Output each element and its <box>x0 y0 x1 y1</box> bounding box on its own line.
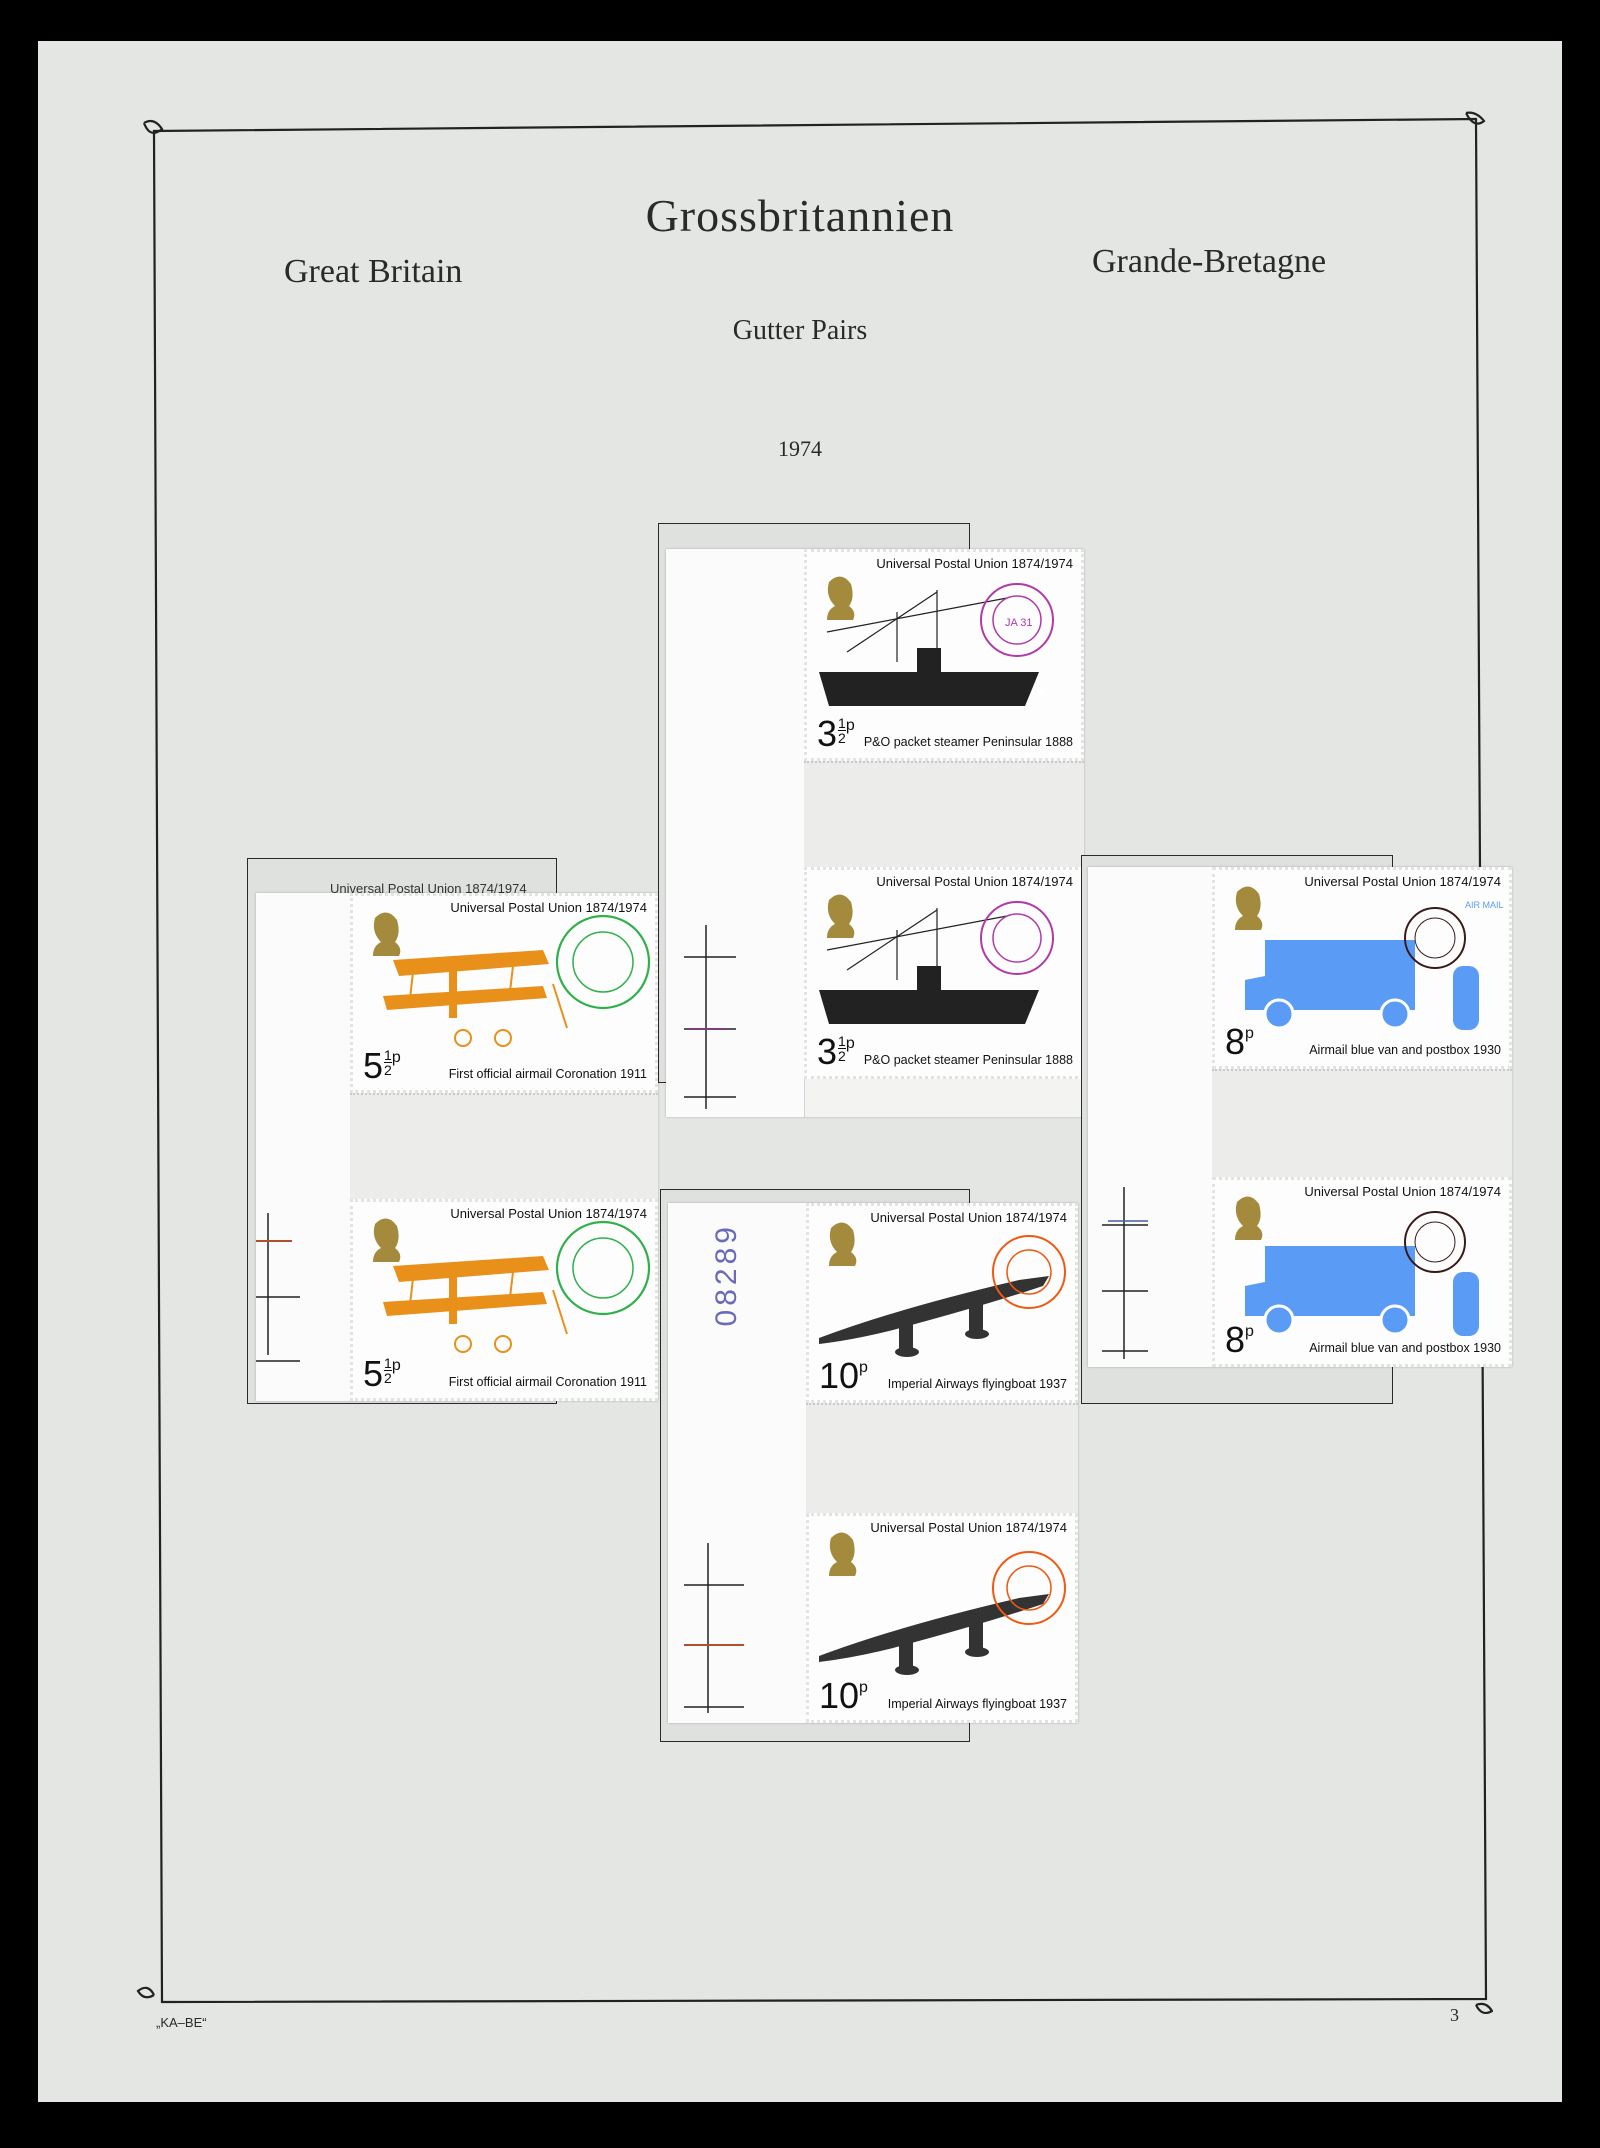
registration-marks <box>684 925 736 1109</box>
stamp-header: Universal Postal Union 1874/1974 <box>870 1520 1067 1535</box>
partial-stamp-header: Universal Postal Union 1874/1974 <box>330 881 527 896</box>
stamp-caption: P&O packet steamer Peninsular 1888 <box>863 1053 1073 1067</box>
stamp-caption: First official airmail Coronation 1911 <box>448 1067 647 1081</box>
registration-marks <box>684 1543 744 1713</box>
stamp-caption: Imperial Airways flyingboat 1937 <box>887 1377 1067 1391</box>
album-page: Grossbritannien Great Britain Grande-Bre… <box>38 41 1562 2102</box>
gutter <box>350 1093 658 1203</box>
stamp-header: Universal Postal Union 1874/1974 <box>876 556 1073 571</box>
stamp-header: Universal Postal Union 1874/1974 <box>450 1206 647 1221</box>
stamp-caption: P&O packet steamer Peninsular 1888 <box>863 735 1073 749</box>
stamp-header: Universal Postal Union 1874/1974 <box>876 874 1073 889</box>
gutter <box>804 761 1084 871</box>
page-number: 3 <box>1450 2005 1459 2025</box>
stamp-flyingboat-top: Universal Postal Union 1874/1974 10p Imp… <box>806 1203 1078 1403</box>
year-label: 1974 <box>778 436 822 461</box>
sheet-margin <box>256 893 351 1401</box>
stamp-caption: Imperial Airways flyingboat 1937 <box>887 1697 1067 1711</box>
airmail-label: AIR MAIL <box>1465 900 1504 910</box>
gutter-pair-flyingboat: 08289 Universal Postal Union 1874/1974 1… <box>668 1203 1078 1723</box>
stamp-value: 10p <box>819 1675 868 1716</box>
page-subtitle: Gutter Pairs <box>732 315 868 346</box>
registration-marks <box>256 1213 300 1362</box>
gutter-pair-van: AIR MAIL Universal Postal Union 1874/197… <box>1088 867 1512 1367</box>
stamp-van-bottom: Universal Postal Union 1874/1974 8p Airm… <box>1212 1177 1512 1367</box>
stamp-header: Universal Postal Union 1874/1974 <box>870 1210 1067 1225</box>
stamp-caption: Airmail blue van and postbox 1930 <box>1309 1043 1501 1057</box>
stamp-header: Universal Postal Union 1874/1974 <box>450 900 647 915</box>
page-border-frame <box>136 109 1493 2014</box>
title-english: Great Britain <box>284 253 463 290</box>
sheet-margin <box>668 1203 807 1723</box>
publisher-mark: „KA–BE“ <box>156 2015 207 2030</box>
stamp-value: 10p <box>819 1355 868 1396</box>
stamp-value: 8p <box>1225 1021 1254 1062</box>
registration-marks <box>1102 1187 1148 1359</box>
stamp-value: 8p <box>1225 1319 1254 1360</box>
gutter <box>806 1403 1078 1517</box>
page-title: Grossbritannien <box>645 190 955 241</box>
gutter <box>1212 1069 1512 1181</box>
stamp-van-top: AIR MAIL Universal Postal Union 1874/197… <box>1212 867 1512 1069</box>
gutter-pair-steamer: JA 31 Universal Postal Union 1874/1974 3… <box>666 549 1084 1117</box>
sheet-margin <box>666 549 805 1117</box>
sheet-margin <box>1088 867 1213 1367</box>
postmark-date: JA 31 <box>1005 617 1033 629</box>
stamp-steamer-top: JA 31 Universal Postal Union 1874/1974 3… <box>804 549 1084 761</box>
stamp-caption: Airmail blue van and postbox 1930 <box>1309 1341 1501 1355</box>
title-french: Grande-Bretagne <box>1092 243 1327 280</box>
stamp-caption: First official airmail Coronation 1911 <box>448 1375 647 1389</box>
stamp-flyingboat-bottom: Universal Postal Union 1874/1974 10p Imp… <box>806 1513 1078 1723</box>
stamp-header: Universal Postal Union 1874/1974 <box>1304 874 1501 889</box>
stamp-header: Universal Postal Union 1874/1974 <box>1304 1184 1501 1199</box>
